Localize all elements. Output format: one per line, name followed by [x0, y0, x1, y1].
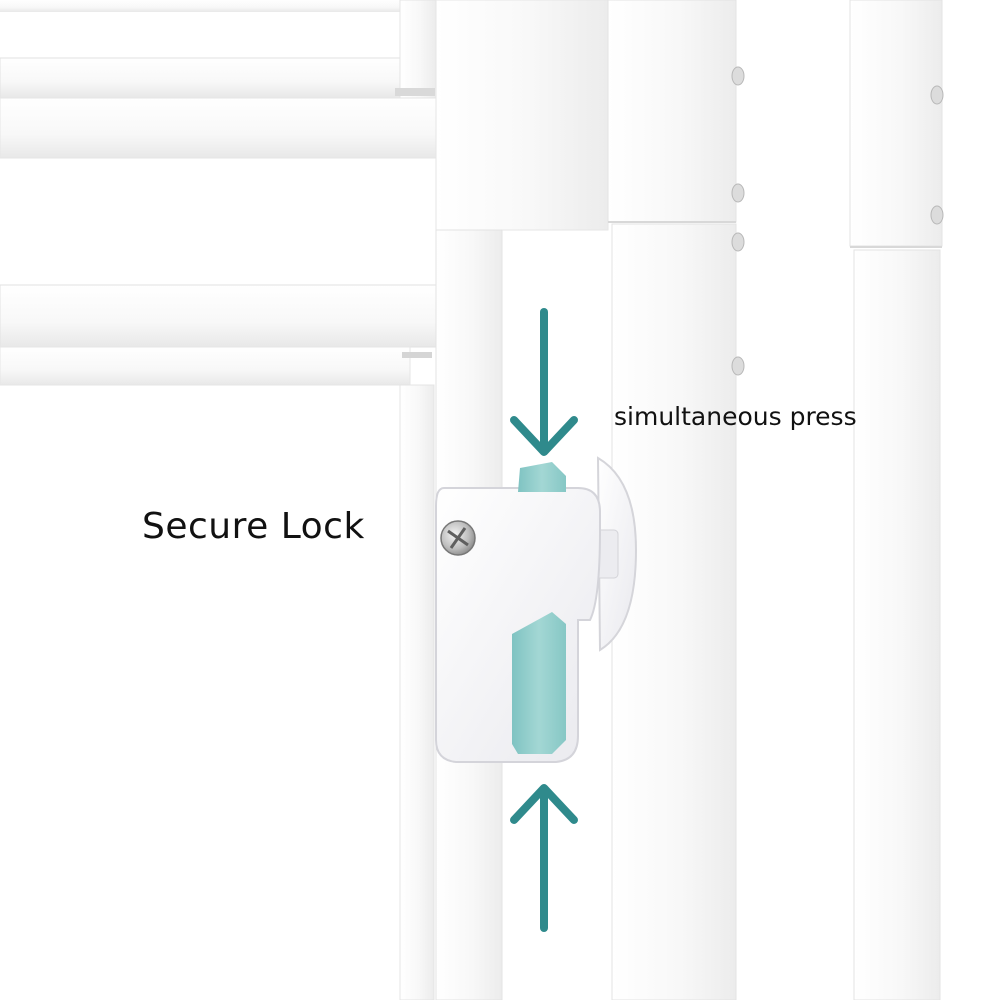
lower-horizontal-bar: [0, 284, 437, 348]
adjustment-holes: [731, 66, 944, 376]
right-post-b-upper: [849, 0, 943, 247]
arrow-up-icon: [510, 784, 578, 932]
arrow-down-icon: [510, 308, 578, 456]
bar-slot-lower: [402, 352, 432, 358]
right-post-b-lower: [853, 249, 941, 1000]
upper-horizontal-bar: [0, 57, 433, 99]
gate-post-right: [607, 0, 943, 1000]
latch-release-bottom[interactable]: [512, 612, 566, 754]
bar-slot: [395, 88, 435, 96]
latch-release-top[interactable]: [518, 462, 566, 492]
gate-frame-left: [0, 0, 437, 1000]
inner-rail: [0, 346, 411, 386]
gate-latch[interactable]: [435, 456, 638, 763]
left-vertical-rail: [399, 0, 437, 99]
screw-icon: [440, 520, 476, 556]
right-post-a-upper: [607, 0, 737, 223]
left-vertical-rail-lower: [399, 384, 435, 1000]
right-post-a-lower: [611, 223, 737, 1000]
top-horizontal-bar: [0, 0, 420, 12]
secure-lock-label: Secure Lock: [142, 506, 365, 547]
center-post-upper: [435, 0, 609, 231]
middle-horizontal-bar: [0, 97, 437, 159]
simultaneous-press-label: simultaneous press: [614, 402, 857, 431]
